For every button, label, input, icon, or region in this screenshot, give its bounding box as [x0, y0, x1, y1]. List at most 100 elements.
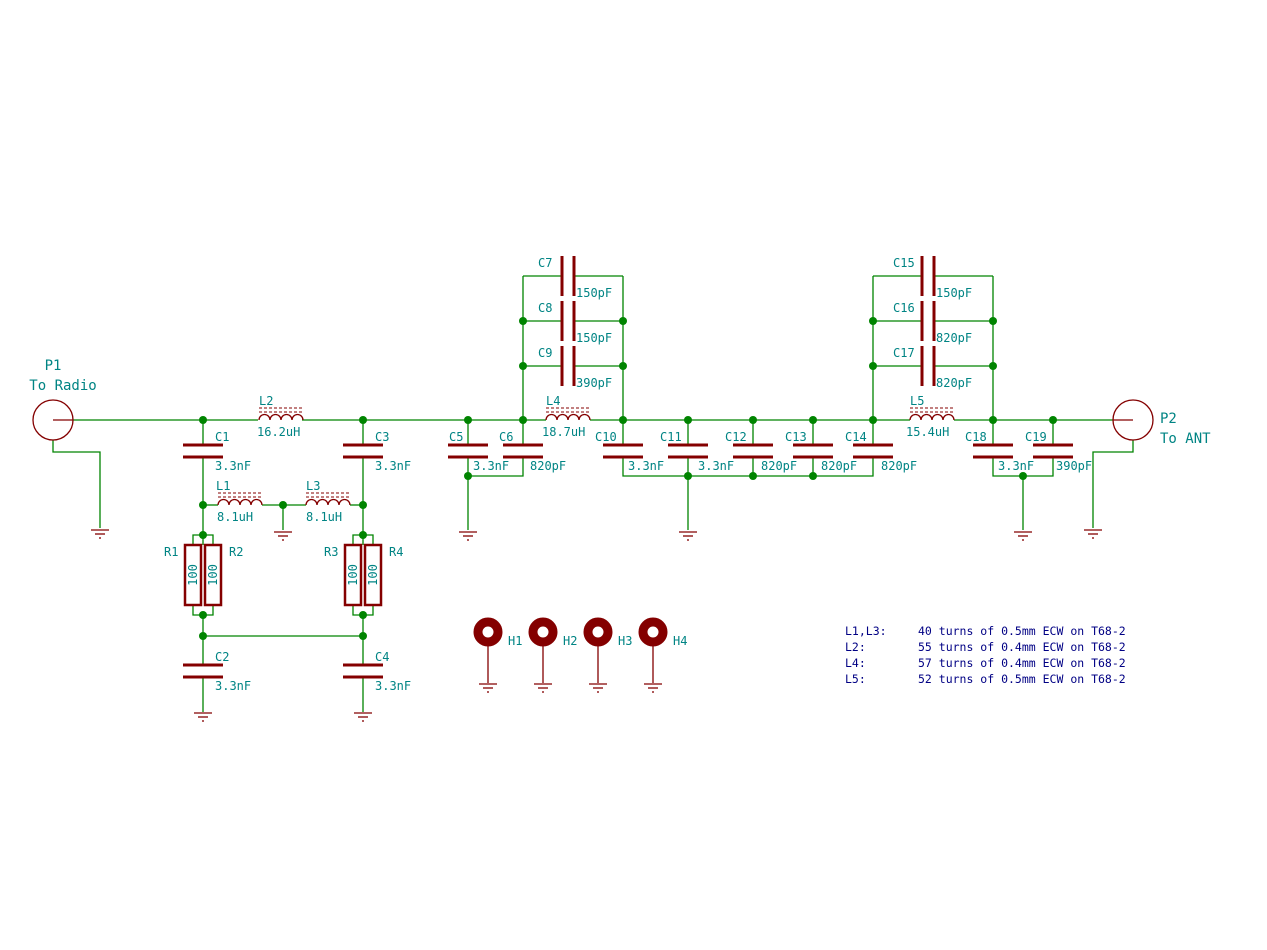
value-label: 8.1uH: [306, 510, 342, 524]
ref-label: C17: [893, 346, 915, 360]
capacitor-icon: [181, 443, 225, 459]
capacitor-c11[interactable]: C11 3.3nF: [660, 430, 734, 473]
junctions: [199, 317, 1057, 640]
ref-label: L1: [216, 479, 230, 493]
capacitor-c17[interactable]: C17 820pF: [893, 344, 972, 390]
inductor-l1[interactable]: L1 8.1uH: [216, 479, 263, 524]
value-label: 3.3nF: [473, 459, 509, 473]
inductor-icon: [217, 492, 263, 506]
value-label: 18.7uH: [542, 425, 585, 439]
ground-icon: [533, 683, 553, 693]
note-parts: L1,L3:: [845, 624, 887, 638]
value-label: 150pF: [576, 331, 612, 345]
ref-label: C18: [965, 430, 987, 444]
resistor-r3[interactable]: R3 100: [324, 543, 363, 607]
ref-label: C4: [375, 650, 389, 664]
capacitor-c10[interactable]: C10 3.3nF: [595, 430, 664, 473]
value-label: 820pF: [936, 376, 972, 390]
ref-label: C9: [538, 346, 552, 360]
capacitor-c2[interactable]: C2 3.3nF: [181, 650, 251, 693]
mounting-hole-icon: [473, 617, 503, 647]
capacitor-c6[interactable]: C6 820pF: [499, 430, 566, 473]
value-label: 3.3nF: [375, 459, 411, 473]
value-label: 100: [186, 564, 200, 586]
inductor-l3[interactable]: L3 8.1uH: [305, 479, 351, 524]
value-label: 3.3nF: [628, 459, 664, 473]
mounting-hole-h2[interactable]: H2: [528, 617, 577, 648]
port-p1[interactable]: P1 To Radio: [29, 358, 97, 441]
ref-label: C8: [538, 301, 552, 315]
ground-icon: [193, 712, 213, 722]
capacitor-icon: [501, 443, 545, 459]
resistor-icon: [343, 543, 363, 607]
capacitor-c13[interactable]: C13 820pF: [785, 430, 857, 473]
capacitor-c14[interactable]: C14 820pF: [845, 430, 917, 473]
capacitor-icon: [560, 344, 576, 388]
ref-label: C10: [595, 430, 617, 444]
value-label: 100: [346, 564, 360, 586]
capacitor-icon: [1031, 443, 1075, 459]
capacitor-c5[interactable]: C5 3.3nF: [446, 430, 509, 473]
capacitor-c1[interactable]: C1 3.3nF: [181, 430, 251, 473]
resistor-r4[interactable]: R4 100: [363, 543, 403, 607]
resistor-icon: [363, 543, 383, 607]
ref-label: C16: [893, 301, 915, 315]
capacitor-c3[interactable]: C3 3.3nF: [341, 430, 411, 473]
value-label: 3.3nF: [375, 679, 411, 693]
value-label: 820pF: [936, 331, 972, 345]
capacitor-icon: [341, 663, 385, 679]
ref-label: H2: [563, 634, 577, 648]
capacitor-icon: [731, 443, 775, 459]
ground-icon: [643, 683, 663, 693]
note-spec: 55 turns of 0.4mm ECW on T68-2: [918, 640, 1126, 654]
ref-label: H3: [618, 634, 632, 648]
port-name: To ANT: [1160, 431, 1211, 447]
inductor-l4[interactable]: L4 18.7uH: [542, 394, 591, 439]
value-label: 820pF: [530, 459, 566, 473]
value-label: 8.1uH: [217, 510, 253, 524]
capacitor-c8[interactable]: C8 150pF: [538, 299, 612, 345]
capacitor-icon: [181, 663, 225, 679]
capacitor-c7[interactable]: C7 150pF: [538, 254, 612, 300]
mounting-hole-h3[interactable]: H3: [583, 617, 632, 648]
capacitor-c16[interactable]: C16 820pF: [893, 299, 972, 345]
ground-icon: [1013, 531, 1033, 541]
ref-label: C14: [845, 430, 867, 444]
resistor-r2[interactable]: R2 100: [203, 543, 243, 607]
mounting-hole-h1[interactable]: H1: [473, 617, 522, 648]
mounting-hole-icon: [638, 617, 668, 647]
capacitor-c18[interactable]: C18 3.3nF: [965, 430, 1034, 473]
inductor-l5[interactable]: L5 15.4uH: [906, 394, 955, 439]
value-label: 390pF: [1056, 459, 1092, 473]
ref-label: C3: [375, 430, 389, 444]
mounting-hole-h4[interactable]: H4: [638, 617, 687, 648]
note-spec: 57 turns of 0.4mm ECW on T68-2: [918, 656, 1126, 670]
capacitor-icon: [851, 443, 895, 459]
capacitor-c9[interactable]: C9 390pF: [538, 344, 612, 390]
ref-label: C1: [215, 430, 229, 444]
resistor-r1[interactable]: R1 100: [164, 543, 203, 607]
capacitor-c12[interactable]: C12 820pF: [725, 430, 797, 473]
value-label: 3.3nF: [998, 459, 1034, 473]
inductor-icon: [909, 407, 955, 421]
ref-label: L5: [910, 394, 924, 408]
ground-icon: [588, 683, 608, 693]
value-label: 820pF: [881, 459, 917, 473]
ref-label: C5: [449, 430, 463, 444]
port-p2[interactable]: P2 To ANT: [1112, 399, 1211, 447]
capacitor-icon: [920, 344, 936, 388]
capacitor-icon: [920, 299, 936, 343]
ground-icon: [678, 531, 698, 541]
note-parts: L2:: [845, 640, 866, 654]
value-label: 3.3nF: [215, 459, 251, 473]
ref-label: L4: [546, 394, 560, 408]
capacitor-c19[interactable]: C19 390pF: [1025, 430, 1092, 473]
capacitor-c4[interactable]: C4 3.3nF: [341, 650, 411, 693]
ground-icon: [353, 712, 373, 722]
ref-label: L2: [259, 394, 273, 408]
inductor-l2[interactable]: L2 16.2uH: [257, 394, 304, 439]
capacitor-c15[interactable]: C15 150pF: [893, 254, 972, 300]
ref-label: R1: [164, 545, 178, 559]
inductor-icon: [258, 407, 304, 421]
resistor-icon: [203, 543, 223, 607]
